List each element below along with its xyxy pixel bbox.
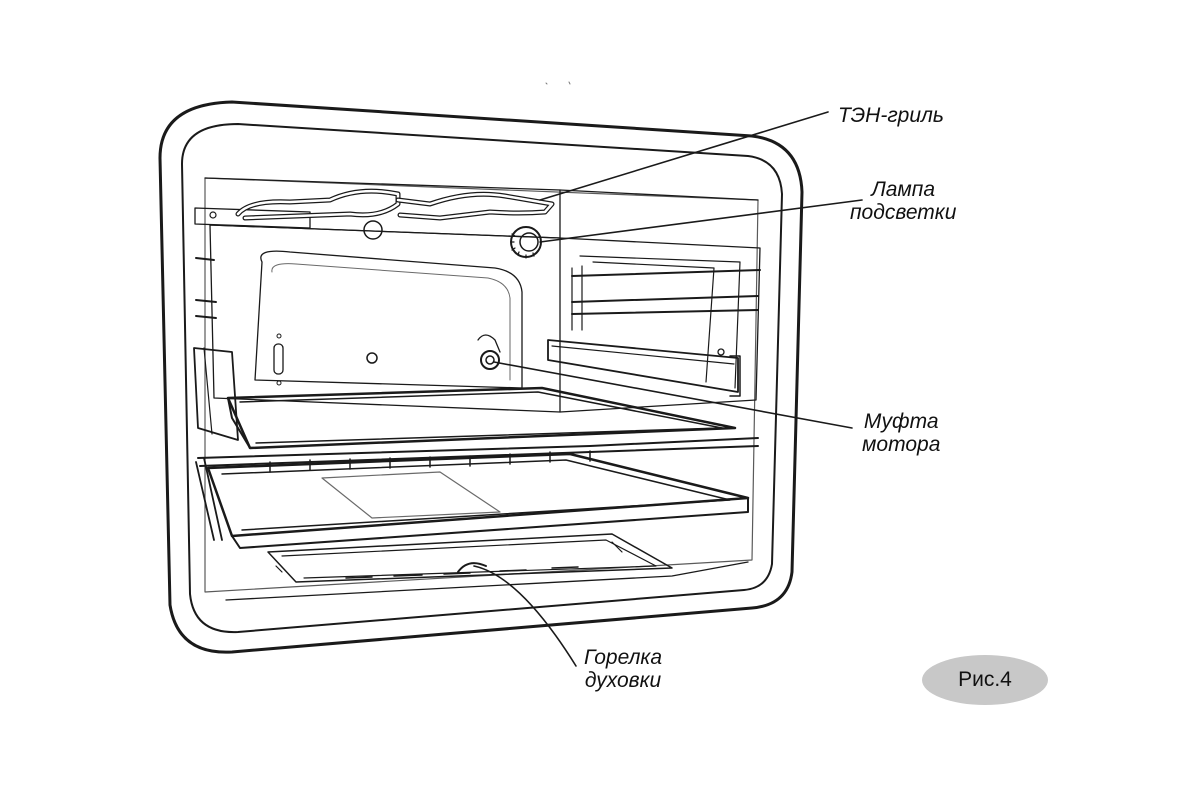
motor-coupling-icon [480,350,500,370]
burner-icon [345,562,579,579]
leader-grill-element [539,111,829,201]
label-burner: Горелка духовки [584,646,662,692]
label-burner-line2: духовки [584,669,662,692]
telescopic-rail [547,339,741,397]
leader-lamp [539,199,863,243]
label-lamp: Лампа подсветки [850,178,956,224]
oven-cavity-edge [204,177,759,593]
label-motor-coupling-line2: мотора [862,433,941,456]
wire-rack [197,437,759,473]
label-burner-line1: Горелка [584,646,663,669]
lamp-icon [510,226,542,259]
oven-outer-frame [158,100,804,654]
leader-burner [473,565,577,667]
oven-floor-tray [206,452,750,549]
label-motor-coupling-line1: Муфта [863,410,939,433]
label-lamp-line1: Лампа [871,178,936,201]
baking-tray [226,386,737,450]
label-grill-element: ТЭН-гриль [838,104,944,127]
label-motor-coupling: Муфта мотора [862,410,940,456]
back-panel-cover [254,250,523,389]
figure-badge: Рис.4 [922,655,1048,705]
oven-inner-frame [181,123,783,634]
leader-motor-coupling [493,361,853,429]
grill-element-icon [235,188,555,221]
label-lamp-line2: подсветки [850,201,957,224]
